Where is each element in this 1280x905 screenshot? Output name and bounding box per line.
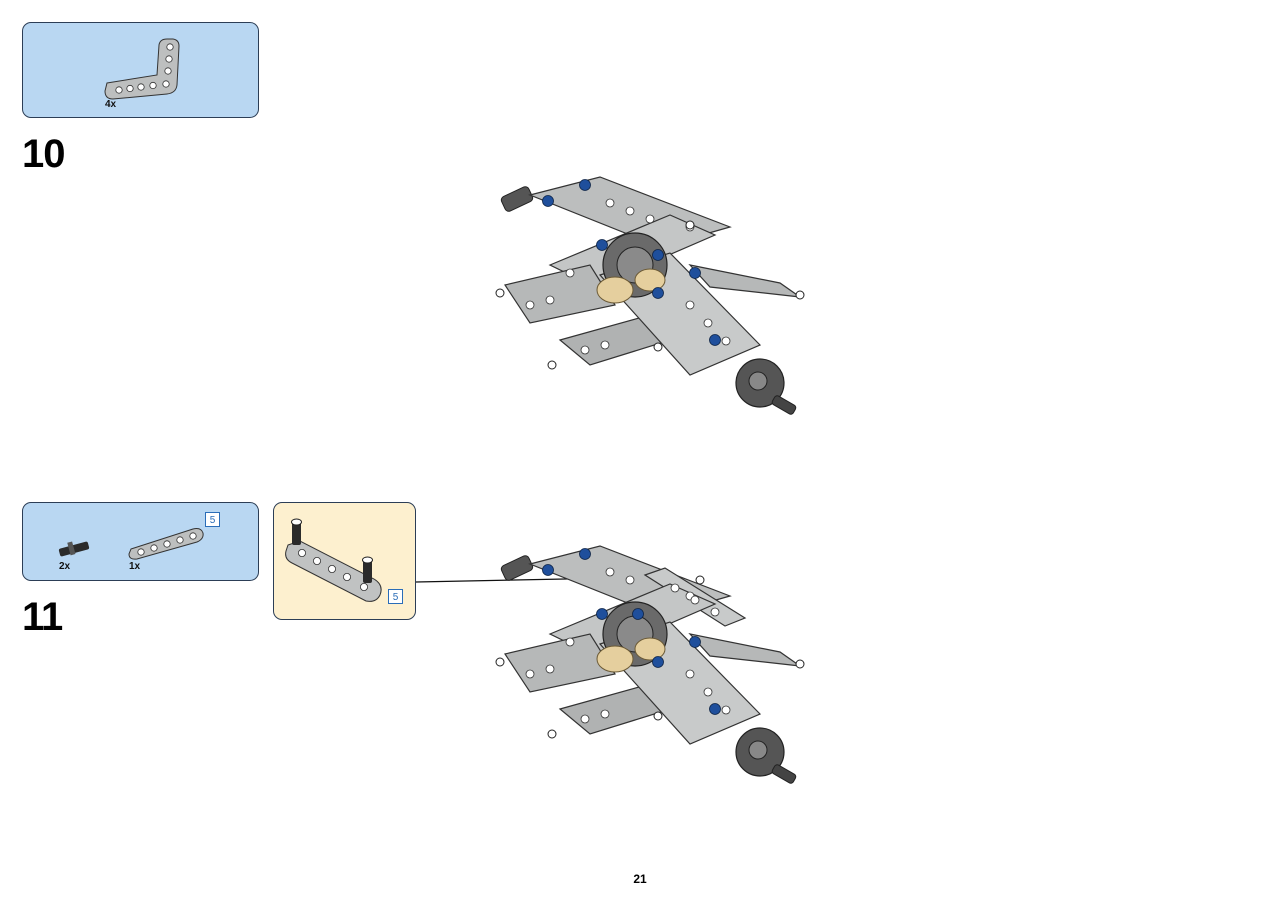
l-beam-qty: 4x bbox=[105, 99, 117, 110]
step-11-assembly-illustration bbox=[495, 545, 805, 784]
subassembly-length-badge: 5 bbox=[388, 589, 403, 604]
beam-qty: 1x bbox=[129, 561, 141, 572]
step-11-parts-panel: 2x 1x 5 bbox=[22, 502, 259, 581]
page-number: 21 bbox=[633, 872, 647, 886]
step-10-number: 10 bbox=[22, 132, 65, 176]
beam-length-badge: 5 bbox=[205, 512, 220, 527]
step-10-parts-panel: 4x bbox=[22, 22, 259, 118]
step-11-number: 11 bbox=[22, 595, 63, 639]
pin-part-icon bbox=[58, 541, 90, 557]
step-10-assembly-illustration bbox=[495, 176, 805, 415]
pin-qty: 2x bbox=[59, 561, 71, 572]
beam-part-icon bbox=[128, 528, 204, 560]
subassembly-beam-with-pins-icon bbox=[285, 518, 382, 602]
step-11-subassembly-panel: 5 bbox=[273, 502, 416, 620]
l-beam-part-icon bbox=[104, 38, 180, 100]
